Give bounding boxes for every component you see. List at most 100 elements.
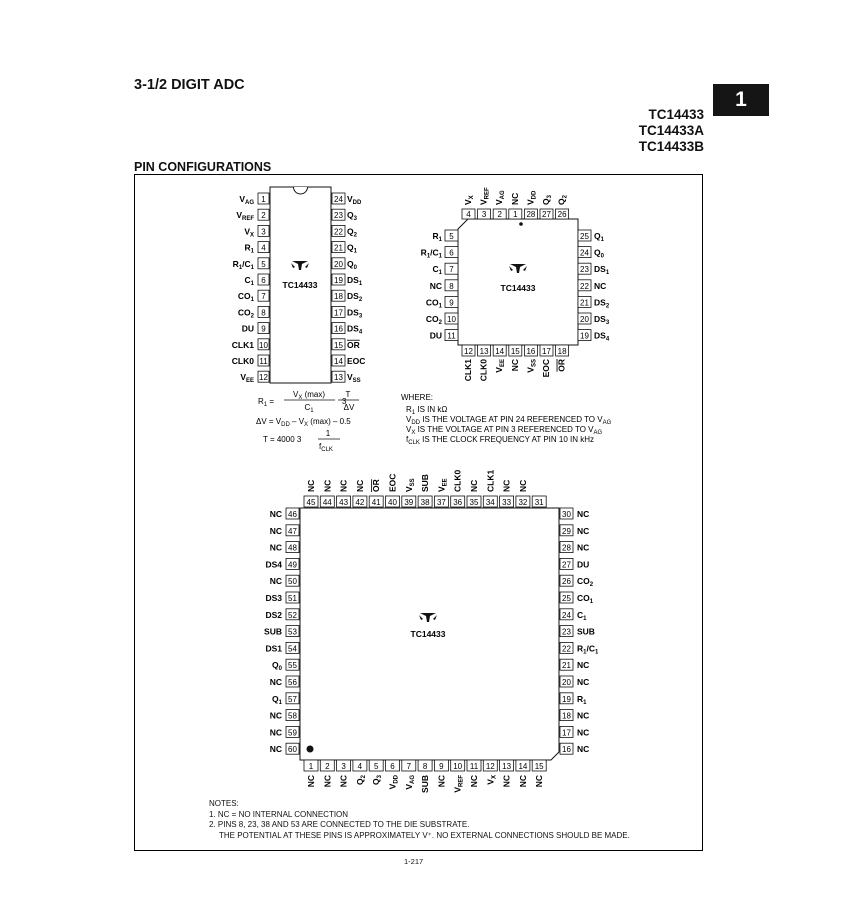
pin-5-number: 5 [374, 762, 379, 771]
pin-43-number: 43 [339, 498, 348, 507]
qfp-pin-49-label: DS4 [265, 559, 282, 569]
section-title: PIN CONFIGURATIONS [134, 160, 272, 174]
pin-9-number: 9 [449, 298, 454, 307]
pin-60-number: 60 [288, 745, 297, 754]
pin-48-lead [285, 541, 300, 553]
where-line-2: VDD IS THE VOLTAGE AT PIN 24 REFERENCED … [406, 415, 612, 426]
pin-1-number: 1 [309, 762, 314, 771]
formula-t-numerator: 1 [326, 429, 331, 438]
pin-18-number: 18 [334, 292, 343, 301]
pin-39-number: 39 [404, 498, 413, 507]
qfp-pin-22-label: R1/C1 [577, 643, 599, 655]
qfp-pin-53-label: SUB [264, 627, 282, 637]
pin-9-number: 9 [261, 325, 266, 334]
pin-2-number: 2 [325, 762, 330, 771]
pin-58-number: 58 [288, 712, 297, 721]
pin-5-number: 5 [261, 260, 266, 269]
dip-chip-label: TC14433 [283, 280, 318, 290]
dip-pin-18-label: DS2 [347, 291, 363, 303]
pin-23-number: 23 [562, 628, 571, 637]
pin-51-lead [285, 591, 300, 604]
pin-4-number: 4 [261, 244, 266, 253]
chapter-tab-badge: 1 [713, 84, 769, 116]
dip-pin-9-label: DU [242, 324, 254, 334]
pin-22-number: 22 [334, 227, 343, 236]
pin-54-number: 54 [288, 644, 297, 653]
pin-29-lead [559, 524, 574, 537]
pin-50-number: 50 [288, 577, 297, 586]
plcc-pin-2-label: VAG [494, 190, 506, 205]
plcc-pin-23-label: DS1 [594, 264, 610, 276]
pin-49-lead [285, 558, 300, 570]
pin-28-lead [524, 208, 538, 220]
part-number-3: TC14433B [638, 139, 704, 154]
pin-35-number: 35 [470, 498, 479, 507]
dip-pin-3-label: VX [244, 226, 254, 238]
pin-15-lead [331, 338, 346, 351]
qfp-body [299, 507, 560, 761]
plcc-pin-6-label: R1/C1 [421, 248, 443, 260]
plcc-pin-26-label: Q2 [557, 194, 569, 205]
plcc-pin-28-label: VDD [525, 190, 537, 205]
dip-pin-10-label: CLK1 [232, 340, 254, 350]
pin-37-number: 37 [437, 498, 446, 507]
plcc-pin-24-label: Q0 [594, 248, 605, 260]
qfp-pin-38-label: SUB [420, 474, 430, 492]
delta-v-formula: ΔV = VDD – VX (max) – 0.5 [256, 417, 351, 428]
part-number-1: TC14433 [648, 107, 704, 122]
pin-17-lead [539, 344, 554, 357]
plcc-pin-4-label: VX [463, 195, 475, 205]
pin-27-number: 27 [542, 210, 551, 219]
qfp-pin-45-label: NC [306, 480, 316, 492]
pin-14-lead [515, 759, 531, 772]
pin-38-number: 38 [421, 498, 430, 507]
pin-20-lead [331, 257, 346, 270]
qfp-pin-34-label: CLK1 [485, 470, 495, 492]
plcc-pin-15-label: NC [510, 359, 520, 371]
qfp-pin-59-label: NC [270, 727, 282, 737]
pin-22-number: 22 [562, 644, 571, 653]
pin-9-lead [444, 295, 459, 308]
qfp-pin-35-label: NC [469, 480, 479, 492]
pin-10-lead [257, 338, 270, 351]
qfp-pin-2-label: NC [322, 775, 332, 787]
pin-14-number: 14 [334, 357, 343, 366]
pin-16-number: 16 [526, 347, 535, 356]
dip-pin-19-label: DS1 [347, 275, 363, 287]
pin-20-lead [559, 675, 574, 688]
pin-19-number: 19 [580, 332, 589, 341]
plcc-pin-27-label: Q3 [541, 194, 553, 205]
where-line-4: fCLK IS THE CLOCK FREQUENCY AT PIN 10 IN… [406, 435, 594, 446]
pin-27-number: 27 [562, 560, 571, 569]
pin-28-lead [559, 541, 574, 553]
pin-45-lead [303, 495, 319, 508]
dip-pin-14-label: EOC [347, 356, 365, 366]
pin-20-lead [577, 312, 592, 325]
formula-r1-denominator: C1 [304, 403, 314, 414]
pin-2-number: 2 [261, 211, 266, 220]
pin-1-lead [508, 208, 523, 220]
qfp-pin-23-label: SUB [577, 627, 595, 637]
dip-pin-1-label: VAG [239, 194, 254, 206]
pin-18-number: 18 [558, 347, 567, 356]
qfp-pin-13-label: NC [502, 775, 512, 787]
pin-11-lead [257, 354, 270, 367]
pin-18-number: 18 [562, 712, 571, 721]
plcc-pin-22-label: NC [594, 281, 606, 291]
qfp-pin-37-label: VEE [436, 478, 448, 492]
pin-43-lead [336, 495, 352, 508]
pin-10-number: 10 [447, 315, 456, 324]
qfp-60-package: 45NC44NC43NC42NC41OR40EOC39VSS38SUB37VEE… [264, 470, 599, 793]
formula-r1-frac2-numerator: T [346, 390, 351, 399]
pin-7-lead [257, 289, 270, 302]
pin-30-number: 30 [562, 510, 571, 519]
pin-24-lead [331, 192, 346, 205]
pin-2-lead [257, 208, 270, 221]
where-legend: WHERE: R1 IS IN kΩ VDD IS THE VOLTAGE AT… [401, 393, 612, 446]
qfp-pin-60-label: NC [270, 744, 282, 754]
pin-11-number: 11 [259, 357, 268, 366]
pin-11-number: 11 [447, 332, 456, 341]
pin-51-number: 51 [288, 594, 297, 603]
pin-41-lead [368, 495, 384, 508]
dip-pin-11-label: CLK0 [232, 356, 254, 366]
